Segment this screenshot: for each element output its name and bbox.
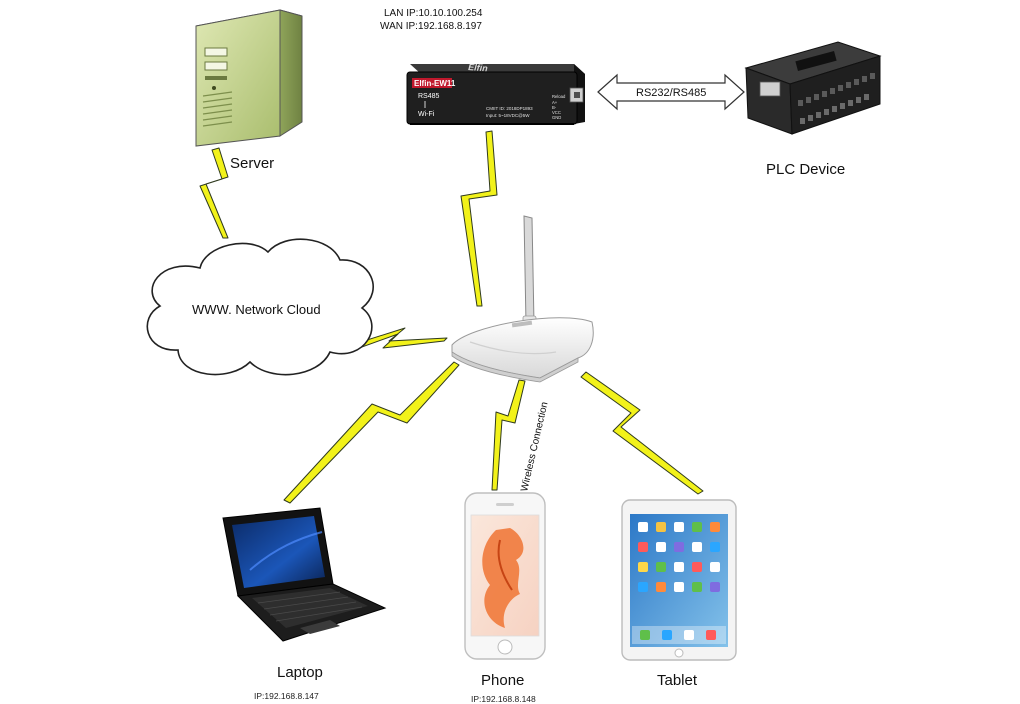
bolt-converter-router bbox=[460, 130, 498, 307]
converter-brand: Elfin bbox=[468, 62, 489, 73]
tablet-icon bbox=[621, 499, 737, 661]
port-reload: Reload bbox=[552, 94, 566, 99]
converter-input: Input: 5~18VDC@5W bbox=[486, 113, 530, 118]
converter-cmiit: CMIIT ID: 2018DP1893 bbox=[486, 106, 533, 111]
port-gnd: GND bbox=[552, 115, 561, 120]
port-vcc: VCC bbox=[552, 110, 561, 115]
laptop-label: Laptop bbox=[277, 664, 323, 681]
laptop-ip-label: IP:192.168.8.147 bbox=[254, 691, 319, 701]
phone-ip-label: IP:192.168.8.148 bbox=[471, 694, 536, 704]
phone-icon bbox=[464, 492, 546, 660]
cloud-label: WWW. Network Cloud bbox=[192, 302, 321, 317]
tablet-app-grid bbox=[632, 522, 726, 644]
bolt-router-laptop bbox=[283, 361, 460, 504]
bolt-router-phone bbox=[491, 379, 526, 491]
laptop-icon bbox=[222, 507, 387, 642]
converter-port-labels: Reload A+ B- VCC GND bbox=[552, 94, 566, 120]
router-icon bbox=[451, 215, 594, 383]
wan-ip-label: WAN IP:192.168.8.197 bbox=[380, 21, 482, 32]
bolt-cloud-router bbox=[344, 327, 448, 353]
network-cloud-icon bbox=[146, 238, 374, 376]
rs-link-label: RS232/RS485 bbox=[636, 87, 706, 99]
tablet-label: Tablet bbox=[657, 672, 698, 689]
port-a: A+ bbox=[552, 100, 558, 105]
converter-rs485: RS485 bbox=[418, 93, 440, 100]
plc-device-icon bbox=[744, 41, 882, 135]
bolt-router-tablet bbox=[580, 371, 704, 495]
plc-label: PLC Device bbox=[766, 161, 845, 178]
converter-wifi: Wi-Fi bbox=[418, 111, 435, 118]
bolt-server-cloud bbox=[199, 147, 229, 239]
server-label: Server bbox=[230, 155, 274, 172]
converter-model: Elfin-EW11 bbox=[414, 79, 456, 88]
wireless-links bbox=[199, 130, 704, 504]
server-icon bbox=[195, 9, 303, 147]
wireless-connection-label: Wireless Connection bbox=[519, 401, 550, 493]
rs-link-arrow bbox=[597, 73, 745, 111]
port-b: B- bbox=[552, 105, 557, 110]
lan-ip-label: LAN IP:10.10.100.254 bbox=[384, 8, 483, 19]
phone-label: Phone bbox=[481, 672, 524, 689]
